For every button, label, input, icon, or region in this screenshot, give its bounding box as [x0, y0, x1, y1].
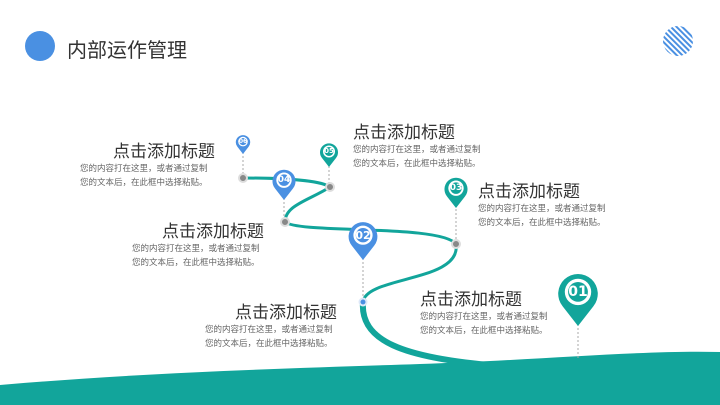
- road-path: [242, 176, 458, 303]
- item-02-text: 点击添加标题 您的内容打在这里，或者通过复制 您的文本后，在此框中选择粘贴。: [205, 298, 337, 351]
- item-desc: 您的文本后，在此框中选择粘贴。: [80, 178, 208, 188]
- item-title: 点击添加标题: [235, 303, 337, 323]
- road-path-wide: [359, 301, 501, 369]
- item-desc: 您的内容打在这里，或者通过复制: [80, 164, 208, 174]
- item-05-text: 点击添加标题 您的内容打在这里，或者通过复制 您的文本后，在此框中选择粘贴。: [353, 118, 481, 171]
- page-title: 内部运作管理: [67, 38, 187, 62]
- item-title: 点击添加标题: [113, 142, 215, 162]
- item-04-text: 点击添加标题 您的内容打在这里，或者通过复制 您的文本后，在此框中选择粘贴。: [132, 217, 264, 270]
- item-03-text: 点击添加标题 您的内容打在这里，或者通过复制 您的文本后，在此框中选择粘贴。: [478, 177, 606, 230]
- item-01-text: 点击添加标题 您的内容打在这里，或者通过复制 您的文本后，在此框中选择粘贴。: [420, 285, 548, 338]
- item-desc: 您的内容打在这里，或者通过复制: [132, 244, 260, 254]
- item-title: 点击添加标题: [353, 123, 455, 143]
- item-desc: 您的文本后，在此框中选择粘贴。: [132, 258, 260, 268]
- ground-wave: [0, 351, 720, 405]
- item-title: 点击添加标题: [420, 290, 522, 310]
- item-desc: 您的文本后，在此框中选择粘贴。: [353, 159, 481, 169]
- item-desc: 您的内容打在这里，或者通过复制: [420, 312, 548, 322]
- pin-06: 06: [235, 134, 251, 154]
- striped-circle-icon: [663, 26, 693, 56]
- header-dot: [25, 31, 55, 61]
- item-title: 点击添加标题: [162, 222, 264, 242]
- pin-05: 05: [319, 142, 339, 167]
- pin-04: 04: [271, 168, 297, 200]
- item-desc: 您的内容打在这里，或者通过复制: [353, 145, 481, 155]
- path-nodes: [238, 173, 461, 307]
- item-06-text: 点击添加标题 您的内容打在这里，或者通过复制 您的文本后，在此框中选择粘贴。: [80, 137, 215, 190]
- pin-01: 01: [556, 271, 600, 326]
- item-desc: 您的文本后，在此框中选择粘贴。: [478, 218, 606, 228]
- item-desc: 您的内容打在这里，或者通过复制: [205, 325, 333, 335]
- item-desc: 您的文本后，在此框中选择粘贴。: [420, 326, 548, 336]
- pin-03: 03: [443, 176, 469, 208]
- item-desc: 您的文本后，在此框中选择粘贴。: [205, 339, 333, 349]
- item-title: 点击添加标题: [478, 182, 580, 202]
- item-desc: 您的内容打在这里，或者通过复制: [478, 204, 606, 214]
- pin-02: 02: [347, 220, 379, 260]
